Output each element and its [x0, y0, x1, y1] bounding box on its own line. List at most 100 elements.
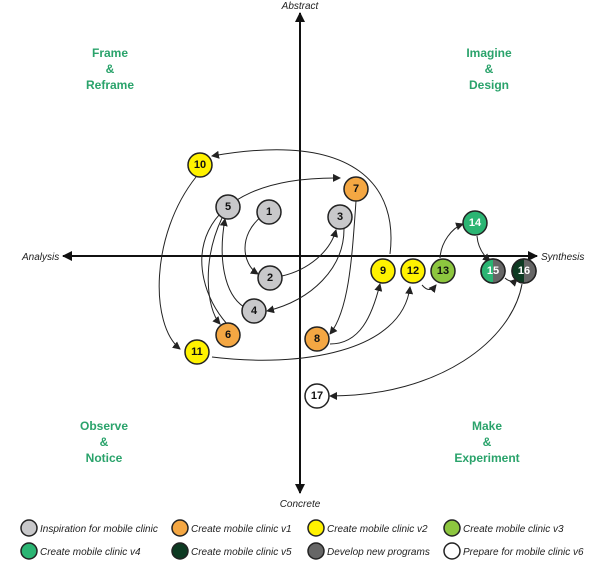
node-8-circle: [304, 326, 330, 352]
node-13: 13: [430, 258, 456, 284]
node-13-circle: [430, 258, 456, 284]
node-5: 5: [215, 194, 241, 220]
node-15: 15: [480, 258, 506, 284]
node-12-circle: [400, 258, 426, 284]
quadrant-bottom-right-line1: Make: [472, 419, 502, 433]
legend-swatch-v5: [171, 542, 189, 560]
quadrant-bottom-right-line3: Experiment: [454, 451, 519, 465]
legend-swatch-v1: [171, 519, 189, 537]
quadrant-bottom-left-line2: &: [100, 435, 109, 449]
legend-swatch-v3: [443, 519, 461, 537]
node-9-circle: [370, 258, 396, 284]
node-13-label: 13: [437, 265, 449, 277]
arrow-10-to-11: [158, 176, 197, 350]
node-4: 4: [241, 298, 267, 324]
node-1: 1: [256, 199, 282, 225]
legend-swatch-inspiration: [20, 519, 38, 537]
legend-swatch-v2: [307, 519, 325, 537]
legend-label-v2: Create mobile clinic v2: [327, 524, 428, 535]
quadrant-bottom-left-line3: Notice: [86, 451, 123, 465]
legend-label-v5: Create mobile clinic v5: [191, 547, 292, 558]
quadrant-bottom-left-line1: Observe: [80, 419, 128, 433]
node-4-circle: [241, 298, 267, 324]
process-arrows: [158, 149, 523, 400]
node-16-outline: [511, 258, 537, 284]
arrow-1-to-2: [244, 215, 263, 275]
node-5-label: 5: [225, 201, 231, 213]
node-15-label: 15: [487, 265, 499, 277]
legend-swatch-v6: [443, 542, 461, 560]
quadrant-top-left-line1: Frame: [92, 46, 128, 60]
node-12-label: 12: [407, 265, 419, 277]
legend-label-v1: Create mobile clinic v1: [191, 524, 292, 535]
node-6-circle: [215, 322, 241, 348]
arrow-6-to-7: [201, 173, 341, 325]
node-10: 10: [187, 152, 213, 178]
node-6-label: 6: [225, 329, 231, 341]
node-7-label: 7: [353, 183, 359, 195]
arrow-13-to-14: [439, 222, 464, 259]
legend-item-v4: Create mobile clinic v4: [20, 542, 141, 560]
arrow-14-to-15: [476, 235, 491, 262]
node-16: 16: [511, 258, 537, 284]
node-17-circle: [304, 383, 330, 409]
legend-label-v4: Create mobile clinic v4: [40, 547, 141, 558]
legend-item-v6: Prepare for mobile clinic v6: [443, 542, 584, 560]
arrow-8-to-9: [329, 283, 383, 345]
quadrant-top-right-line3: Design: [469, 78, 509, 92]
quadrant-top-left-line2: &: [106, 62, 115, 76]
axis-label-left: Analysis: [21, 252, 59, 263]
legend-label-v6: Prepare for mobile clinic v6: [463, 547, 584, 558]
node-11: 11: [184, 339, 210, 365]
arrow-5-to-6: [207, 217, 223, 325]
legend-item-inspiration: Inspiration for mobile clinic: [20, 519, 158, 537]
arrow-2-to-3: [281, 229, 339, 277]
node-3-circle: [327, 204, 353, 230]
node-10-label: 10: [194, 159, 206, 171]
node-11-circle: [184, 339, 210, 365]
node-4-label: 4: [251, 305, 258, 317]
arrow-9-to-10: [211, 149, 392, 255]
node-5-circle: [215, 194, 241, 220]
node-11-label: 11: [191, 346, 203, 358]
node-2: 2: [257, 265, 283, 291]
quadrant-top-right-line2: &: [485, 62, 494, 76]
legend-item-v5: Create mobile clinic v5: [171, 542, 292, 560]
legend: Inspiration for mobile clinic Create mob…: [20, 519, 584, 560]
node-8-label: 8: [314, 333, 320, 345]
arrow-4-to-5: [219, 218, 245, 308]
quadrant-top-right-line1: Imagine: [466, 46, 512, 60]
quadrant-top-left-line3: Reframe: [86, 78, 134, 92]
quadrant-bottom-right-line2: &: [483, 435, 492, 449]
node-17-label: 17: [311, 390, 323, 402]
process-nodes: 1 2 3 4 5 6 7 8: [184, 152, 537, 409]
legend-item-v2: Create mobile clinic v2: [307, 519, 428, 537]
axis-label-bottom: Concrete: [280, 499, 321, 510]
legend-label-inspiration: Inspiration for mobile clinic: [40, 524, 158, 535]
arrow-11-to-12: [211, 286, 414, 361]
node-10-circle: [187, 152, 213, 178]
node-3: 3: [327, 204, 353, 230]
node-7-circle: [343, 176, 369, 202]
node-14-circle: [462, 210, 488, 236]
arrow-12-to-13: [421, 284, 437, 293]
node-14: 14: [462, 210, 488, 236]
node-2-label: 2: [267, 272, 273, 284]
legend-label-new-programs: Develop new programs: [327, 547, 430, 558]
arrow-7-to-8: [329, 200, 357, 335]
axis-label-right: Synthesis: [541, 252, 584, 263]
node-6: 6: [215, 322, 241, 348]
legend-label-v3: Create mobile clinic v3: [463, 524, 564, 535]
legend-swatch-v4: [20, 542, 38, 560]
legend-item-v3: Create mobile clinic v3: [443, 519, 564, 537]
node-15-half: [493, 259, 505, 283]
node-12: 12: [400, 258, 426, 284]
node-9: 9: [370, 258, 396, 284]
node-16-label: 16: [518, 265, 530, 277]
node-3-label: 3: [337, 211, 343, 223]
legend-swatch-new-programs: [307, 542, 325, 560]
node-1-label: 1: [266, 206, 272, 218]
node-7: 7: [343, 176, 369, 202]
legend-item-new-programs: Develop new programs: [307, 542, 430, 560]
